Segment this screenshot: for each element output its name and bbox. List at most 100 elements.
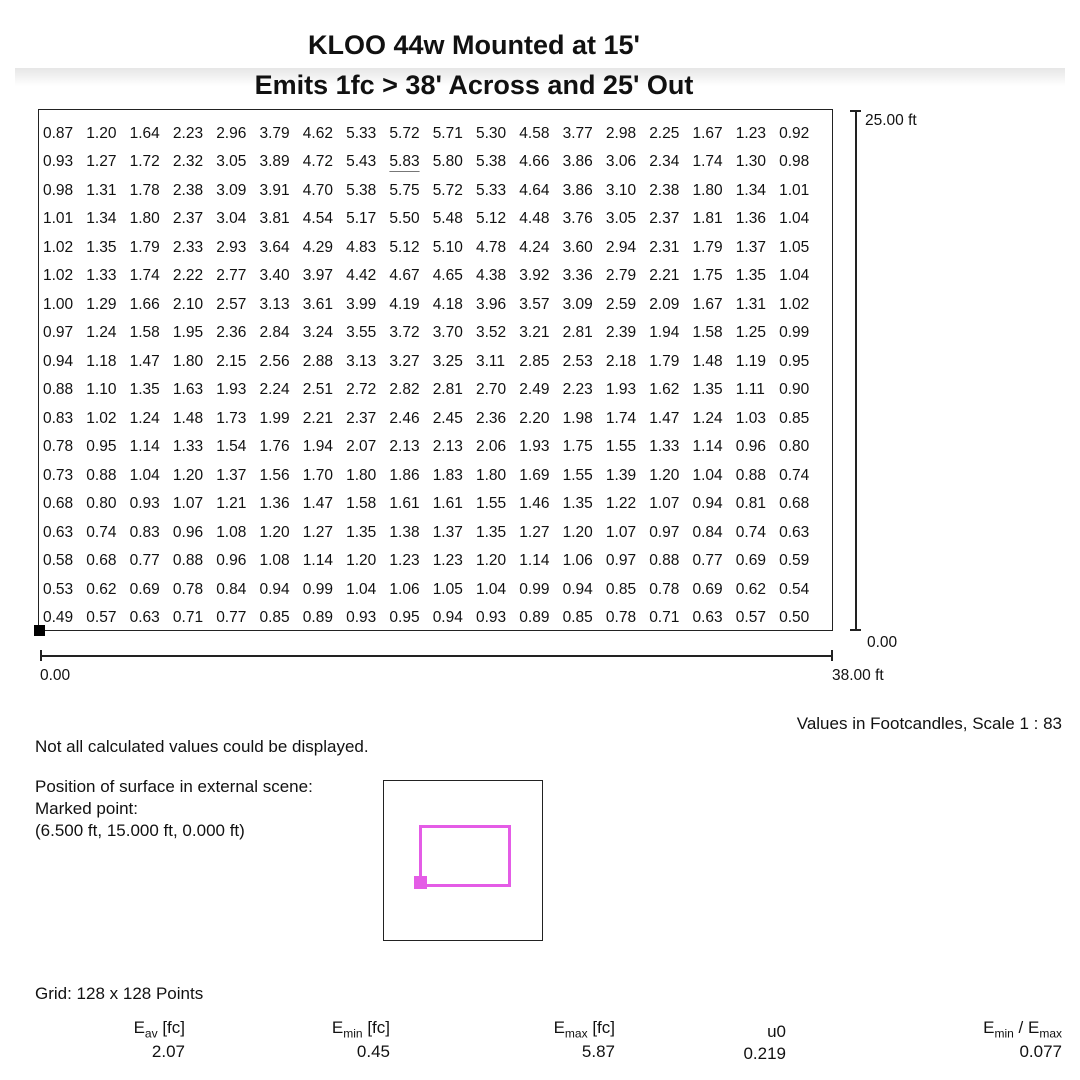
grid-cell: 1.33 [86, 267, 117, 285]
grid-cell: 1.36 [259, 495, 290, 513]
grid-cell: 5.30 [476, 125, 507, 142]
grid-cell: 0.96 [735, 438, 766, 456]
y-axis-top-label: 25.00 ft [865, 112, 917, 129]
stat-emin: Emin [fc] 0.45 [332, 1018, 390, 1062]
grid-cell: 0.84 [216, 580, 247, 598]
grid-cell: 1.20 [86, 125, 117, 142]
grid-cell: 1.02 [43, 238, 74, 256]
grid-cell: 3.52 [476, 324, 507, 342]
grid-cell: 1.25 [735, 324, 766, 342]
stat-emin-value: 0.45 [356, 1042, 390, 1062]
grid-cell: 1.83 [432, 466, 463, 484]
grid-cell: 1.24 [129, 409, 160, 427]
grid-cell: 4.54 [302, 210, 333, 228]
grid-cell: 2.70 [476, 381, 507, 399]
grid-cell: 1.30 [735, 153, 766, 171]
grid-cell: 2.98 [605, 125, 637, 142]
grid-cell: 0.78 [172, 580, 204, 598]
grid-cell: 1.35 [476, 523, 507, 541]
grid-cell: 2.37 [172, 210, 204, 228]
grid-cell: 1.86 [389, 466, 420, 484]
grid-cell: 3.27 [389, 352, 420, 370]
grid-cell: 0.49 [43, 608, 74, 626]
grid-cell: 1.04 [476, 580, 507, 598]
grid-cell: 4.67 [389, 267, 420, 285]
grid-cell: 0.62 [86, 580, 117, 598]
grid-cell: 2.10 [172, 295, 204, 313]
grid-cell: 4.72 [302, 153, 333, 171]
grid-cell: 0.74 [735, 523, 766, 541]
grid-cell: 1.54 [216, 438, 247, 456]
grid-cell: 4.42 [346, 267, 377, 285]
grid-cell: 2.09 [649, 295, 680, 313]
grid-cell: 1.63 [172, 381, 204, 399]
grid-cell: 1.14 [302, 552, 333, 570]
grid-cell: 1.27 [86, 153, 117, 171]
grid-cell: 3.97 [302, 267, 333, 285]
grid-cell: 0.97 [605, 552, 637, 570]
grid-cell: 3.92 [519, 267, 550, 285]
grid-cell: 1.99 [259, 409, 290, 427]
grid-cell: 1.47 [302, 495, 333, 513]
x-axis-right-label: 38.00 ft [832, 667, 884, 684]
grid-cell: 1.67 [692, 295, 723, 313]
grid-cell: 2.36 [476, 409, 507, 427]
grid-cell: 2.84 [259, 324, 290, 342]
grid-cell: 0.78 [43, 438, 74, 456]
grid-cell: 0.54 [779, 580, 810, 598]
grid-cell: 1.07 [605, 523, 637, 541]
grid-cell: 1.34 [86, 210, 117, 228]
grid-cell: 5.12 [476, 210, 507, 228]
grid-cell: 0.57 [86, 608, 117, 626]
grid-cell: 5.12 [389, 238, 420, 256]
grid-cell: 0.77 [129, 552, 160, 570]
grid-cell: 3.06 [605, 153, 637, 171]
grid-cell: 0.98 [43, 181, 74, 199]
grid-cell: 1.29 [86, 295, 117, 313]
grid-cell: 3.09 [216, 181, 247, 199]
grid-cell: 1.67 [692, 125, 723, 142]
grid-cell: 1.14 [129, 438, 160, 456]
grid-cell: 0.58 [43, 552, 74, 570]
stat-ratio-label: Emin / Emax [983, 1018, 1062, 1041]
grid-cell: 0.93 [43, 153, 74, 171]
grid-cell: 1.11 [735, 381, 765, 399]
grid-cell: 5.33 [476, 181, 507, 199]
grid-cell: 2.34 [649, 153, 680, 171]
grid-cell: 0.63 [129, 608, 160, 626]
grid-cell: 0.84 [692, 523, 723, 541]
grid-cell: 2.96 [216, 125, 247, 142]
display-warning: Not all calculated values could be displ… [35, 737, 369, 756]
grid-cell: 1.98 [562, 409, 593, 427]
grid-cell: 1.58 [346, 495, 377, 513]
grid-cell: 0.99 [302, 580, 333, 598]
grid-cell: 0.85 [779, 409, 810, 427]
grid-cell: 0.95 [779, 352, 810, 370]
grid-cell: 2.85 [519, 352, 550, 370]
grid-cell: 3.60 [562, 238, 593, 256]
grid-cell: 0.90 [779, 381, 810, 399]
origin-marker [34, 625, 45, 636]
grid-cell: 2.38 [649, 181, 680, 199]
grid-cell: 0.99 [519, 580, 550, 598]
grid-cell: 4.70 [302, 181, 333, 199]
grid-cell: 2.06 [476, 438, 507, 456]
stat-emin-label: Emin [fc] [331, 1018, 390, 1041]
stat-ratio-value: 0.077 [1019, 1042, 1062, 1062]
grid-cell: 1.35 [129, 381, 160, 399]
grid-cell: 0.99 [779, 324, 810, 342]
marked-point-label: Marked point: [35, 799, 138, 818]
grid-cell: 0.94 [562, 580, 593, 598]
grid-cell: 4.62 [302, 125, 333, 142]
grid-cell: 0.63 [779, 523, 810, 541]
stat-u0: u0 0.219 [743, 1022, 786, 1064]
grid-cell: 3.40 [259, 267, 290, 285]
grid-cell: 1.34 [735, 181, 766, 199]
marked-point-square [414, 876, 427, 889]
grid-cell: 1.37 [735, 238, 766, 256]
grid-cell: 1.70 [302, 466, 333, 484]
grid-cell: 1.27 [302, 523, 333, 541]
grid-cell: 0.83 [129, 523, 160, 541]
grid-cell: 2.33 [172, 238, 204, 256]
